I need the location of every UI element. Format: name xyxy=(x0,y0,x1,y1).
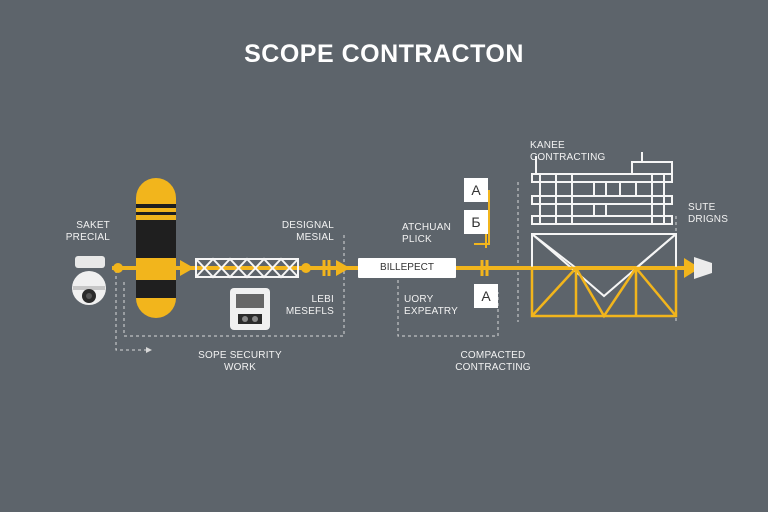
dashed-guides xyxy=(115,182,677,351)
tag-top: A xyxy=(464,178,488,202)
dashed-arrow-head xyxy=(146,347,152,353)
cylinder-tank-icon xyxy=(136,178,176,318)
tag-mid: Б xyxy=(464,210,488,234)
tag-low: A xyxy=(474,284,498,308)
control-unit-icon xyxy=(230,288,270,330)
arrow-head-icon xyxy=(694,257,712,279)
building-base-frame xyxy=(530,265,678,319)
center-box-label: BILLEPECT xyxy=(358,258,456,278)
diagram-title: SCOPE CONTRACTON xyxy=(244,40,524,68)
camera-icon xyxy=(72,256,106,305)
truss-icon xyxy=(195,257,299,279)
